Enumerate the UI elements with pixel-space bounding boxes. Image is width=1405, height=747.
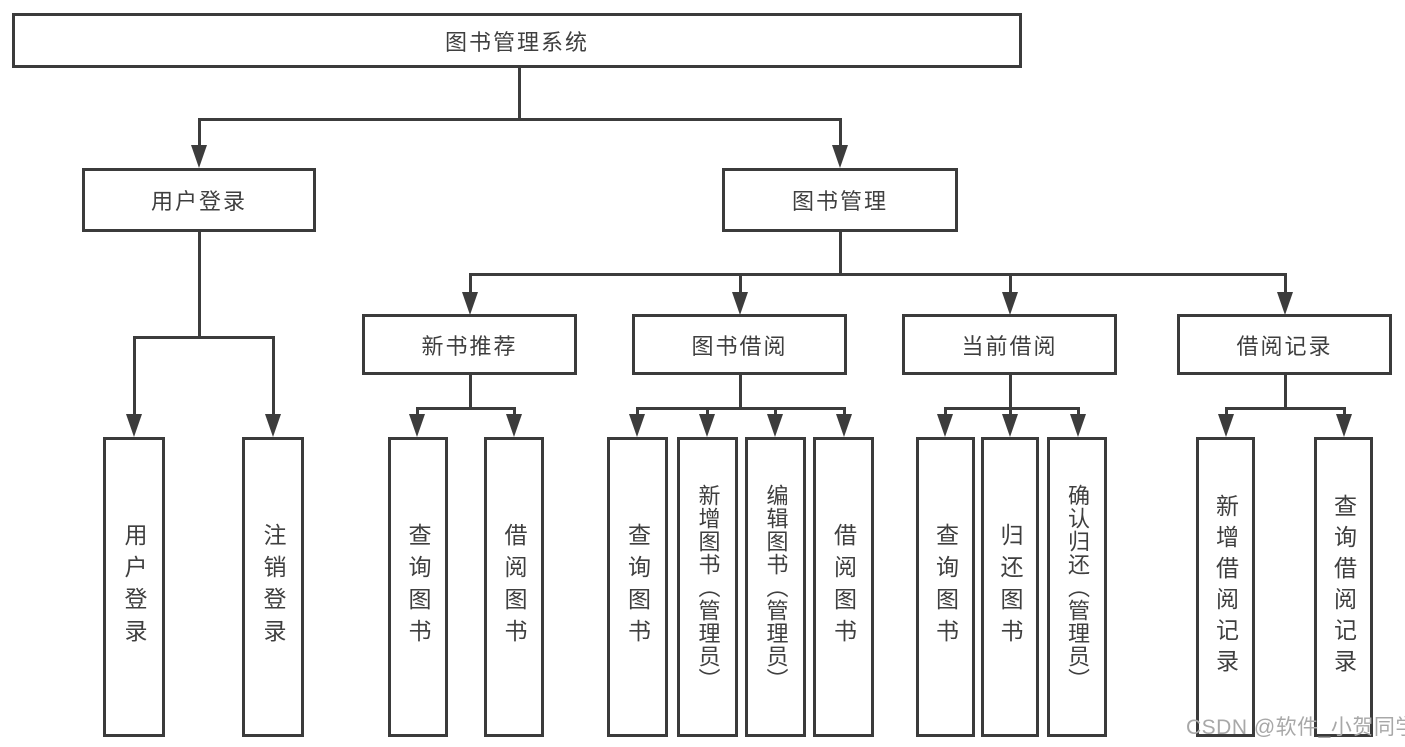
connector-leaf-drop — [513, 407, 516, 417]
arrowhead-icon — [629, 414, 645, 437]
arrowhead-icon — [1002, 414, 1018, 437]
node-new-book-recommend: 新书推荐 — [362, 314, 577, 375]
connector-new-book-rail — [416, 407, 516, 410]
connector-leaf-drop — [1077, 407, 1080, 417]
connector-book-borrow-rail — [636, 407, 846, 410]
connector-user-login-stub — [198, 232, 201, 336]
arrowhead-icon — [1336, 414, 1352, 437]
node-current-borrowing: 当前借阅 — [902, 314, 1117, 375]
node-book-management: 图书管理 — [722, 168, 958, 232]
leaf-query-books: 查询图书 — [916, 437, 975, 737]
arrowhead-icon — [1218, 414, 1234, 437]
connector-leaf-logout-drop — [272, 336, 275, 415]
arrowhead-icon — [1070, 414, 1086, 437]
connector-current-borrow-rail — [944, 407, 1080, 410]
leaf-borrow-books: 借阅图书 — [813, 437, 874, 737]
arrowhead-icon — [836, 414, 852, 437]
arrowhead-icon — [126, 414, 142, 437]
leaf-user-login: 用户登录 — [103, 437, 165, 737]
connector-new-book-drop — [469, 273, 472, 295]
connector-book-mgmt-drop — [839, 118, 842, 148]
arrowhead-icon — [462, 292, 478, 315]
connector-leaf-drop — [843, 407, 846, 417]
connector-leaf-drop — [774, 407, 777, 417]
leaf-query-books: 查询图书 — [388, 437, 448, 737]
connector-leaf-user-login-drop — [133, 336, 136, 415]
connector-leaf-drop — [944, 407, 947, 417]
connector-level3-rail — [469, 273, 1287, 276]
arrowhead-icon — [506, 414, 522, 437]
leaf-borrow-books: 借阅图书 — [484, 437, 544, 737]
connector-book-mgmt-stub — [839, 232, 842, 273]
arrowhead-icon — [1002, 292, 1018, 315]
arrowhead-icon — [937, 414, 953, 437]
arrowhead-icon — [832, 145, 848, 168]
connector-leaf-drop — [636, 407, 639, 417]
connector-leaf-drop — [416, 407, 419, 417]
connector-level2-rail — [198, 118, 842, 121]
arrowhead-icon — [409, 414, 425, 437]
node-user-login: 用户登录 — [82, 168, 316, 232]
leaf-add-borrow-record: 新增借阅记录 — [1196, 437, 1255, 737]
connector-book-borrow-stub — [739, 375, 742, 407]
connector-leaf-drop — [706, 407, 709, 417]
arrowhead-icon — [699, 414, 715, 437]
arrowhead-icon — [767, 414, 783, 437]
connector-leaf-drop — [1225, 407, 1228, 417]
arrowhead-icon — [732, 292, 748, 315]
arrowhead-icon — [1277, 292, 1293, 315]
connector-user-login-rail — [133, 336, 275, 339]
node-book-borrowing: 图书借阅 — [632, 314, 847, 375]
connector-new-book-stub — [469, 375, 472, 407]
leaf-query-borrow-record: 查询借阅记录 — [1314, 437, 1373, 737]
leaf-query-books: 查询图书 — [607, 437, 668, 737]
connector-borrow-record-stub — [1284, 375, 1287, 407]
connector-leaf-drop — [1009, 407, 1012, 417]
csdn-watermark: CSDN @软件_小贺同学 — [1186, 716, 1405, 739]
arrowhead-icon — [191, 145, 207, 168]
connector-root-stub — [518, 68, 521, 118]
connector-user-login-drop — [198, 118, 201, 148]
node-borrowing-records: 借阅记录 — [1177, 314, 1392, 375]
connector-book-borrow-drop — [739, 273, 742, 295]
connector-borrow-record-rail — [1225, 407, 1345, 410]
leaf-edit-books-admin: 编辑图书（管理员） — [745, 437, 806, 737]
leaf-add-books-admin: 新增图书（管理员） — [677, 437, 738, 737]
leaf-logout: 注销登录 — [242, 437, 304, 737]
connector-current-borrow-stub — [1009, 375, 1012, 407]
leaf-return-books: 归还图书 — [981, 437, 1039, 737]
connector-current-borrow-drop — [1009, 273, 1012, 295]
arrowhead-icon — [265, 414, 281, 437]
node-library-system: 图书管理系统 — [12, 13, 1022, 68]
leaf-confirm-return-admin: 确认归还（管理员） — [1047, 437, 1107, 737]
connector-borrow-record-drop — [1284, 273, 1287, 295]
connector-leaf-drop — [1343, 407, 1346, 417]
